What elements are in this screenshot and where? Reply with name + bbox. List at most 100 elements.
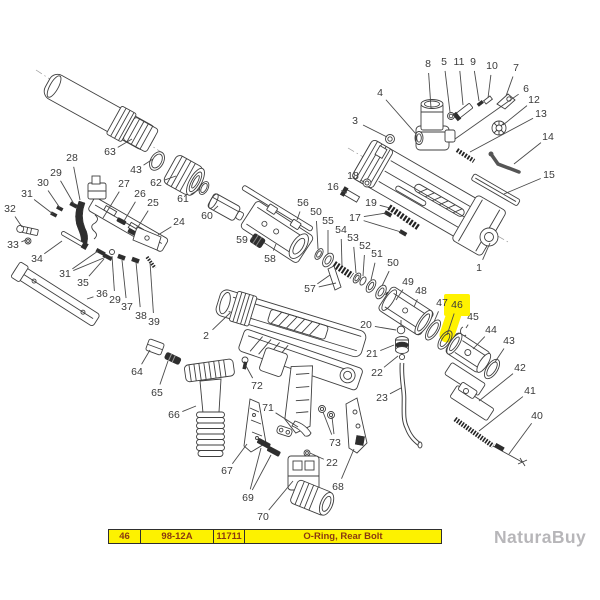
part-number-57: 57 <box>304 283 316 295</box>
part-pin-34 <box>61 231 89 250</box>
part-number-24: 24 <box>173 216 185 228</box>
part-number-26: 26 <box>134 188 146 200</box>
part-number-46: 46 <box>451 299 463 311</box>
part-number-5: 5 <box>441 56 447 68</box>
part-label-64: 64 <box>131 349 151 378</box>
part-feed-clamp <box>414 99 456 151</box>
part-label-71: 71 <box>262 402 299 428</box>
part-label-62: 62 <box>150 175 177 189</box>
part-spring-13 <box>455 148 476 163</box>
part-detent-59 <box>249 233 266 248</box>
part-label-25: 25 <box>135 197 159 231</box>
part-label-11: 11 <box>454 56 465 106</box>
part-regulator-70 <box>287 455 335 516</box>
part-number-44: 44 <box>485 324 497 336</box>
part-label-10: 10 <box>486 60 498 99</box>
diagram-art <box>10 69 528 516</box>
part-label-53: 53 <box>347 232 359 274</box>
part-rod-15 <box>471 173 521 206</box>
part-number-23: 23 <box>376 392 388 404</box>
part-reference: 98-12A <box>141 530 214 543</box>
part-label-15: 15 <box>503 169 555 195</box>
part-label-43: 43 <box>130 158 154 176</box>
part-number-12: 12 <box>528 94 540 106</box>
part-pin-17b <box>398 229 408 237</box>
part-spring-19 <box>387 204 421 231</box>
part-number-14: 14 <box>542 131 554 143</box>
part-nut-18 <box>362 178 372 188</box>
part-label-48: 48 <box>413 285 427 308</box>
part-pin-30 <box>56 205 64 212</box>
part-label-31: 31 <box>21 188 54 215</box>
part-label-46-highlighted: 46 <box>444 294 470 336</box>
part-label-34: 34 <box>31 240 63 265</box>
part-barrel-nut <box>163 155 205 196</box>
part-label-1: 1 <box>476 242 491 274</box>
part-number-22: 22 <box>326 457 338 469</box>
part-label-7: 7 <box>505 62 519 97</box>
part-label-13: 13 <box>469 108 547 153</box>
part-label-59: 59 <box>236 234 254 246</box>
part-washer-50b <box>375 284 387 300</box>
part-number-55: 55 <box>322 215 334 227</box>
part-number-6: 6 <box>523 83 529 95</box>
part-label-28: 28 <box>66 152 81 201</box>
part-number-41: 41 <box>524 385 536 397</box>
part-number-73: 73 <box>329 437 341 449</box>
part-label-60: 60 <box>201 205 219 222</box>
part-bracket <box>87 175 107 200</box>
part-number-51: 51 <box>371 248 383 260</box>
part-number-29: 29 <box>109 294 121 306</box>
part-number-56: 56 <box>297 197 309 209</box>
part-label-63: 63 <box>104 138 133 158</box>
part-label-4: 4 <box>377 87 417 135</box>
part-label-35: 35 <box>77 258 105 289</box>
part-screws-69 <box>256 438 281 457</box>
part-number-30: 30 <box>37 177 49 189</box>
part-label-12: 12 <box>502 94 540 126</box>
part-number-17: 17 <box>349 212 361 224</box>
part-pin-65 <box>164 352 182 365</box>
part-washer-53 <box>352 272 362 284</box>
part-number-35: 35 <box>77 277 89 289</box>
part-link-71 <box>276 425 293 437</box>
part-number-38: 38 <box>135 310 147 322</box>
part-label-66: 66 <box>168 405 197 421</box>
part-number-60: 60 <box>201 210 213 222</box>
part-hose-23 <box>399 362 423 449</box>
part-label-73: 73 <box>322 411 341 449</box>
part-bolt-11 <box>452 103 473 122</box>
part-washer-5 <box>447 112 455 120</box>
part-nuts-73 <box>318 405 335 419</box>
part-number-68: 68 <box>332 481 344 493</box>
part-foregrip-66 <box>184 358 235 457</box>
part-clamp-lever-7 <box>496 93 516 110</box>
part-linkage-42 <box>444 362 494 421</box>
part-label-50: 50 <box>310 206 322 250</box>
part-label-22: 22 <box>371 355 399 379</box>
part-pin-9 <box>476 100 484 107</box>
part-number-61: 61 <box>177 193 189 205</box>
part-label-29: 29 <box>50 167 75 205</box>
part-label-9: 9 <box>470 56 480 102</box>
part-nut-55 <box>322 252 334 268</box>
part-number-54: 54 <box>335 224 347 236</box>
part-number-2: 2 <box>203 330 209 342</box>
part-number-27: 27 <box>118 178 130 190</box>
part-description: O-Ring, Rear Bolt <box>303 531 383 542</box>
part-label-55: 55 <box>322 215 334 254</box>
part-grip-panel-68 <box>345 397 368 454</box>
part-label-47: 47 <box>433 297 448 323</box>
part-label-32: 32 <box>4 203 23 228</box>
part-number-59: 59 <box>236 234 248 246</box>
part-number-33: 33 <box>7 239 19 251</box>
part-item-number: 46 <box>109 530 141 543</box>
part-number-39: 39 <box>148 316 160 328</box>
part-label-72: 72 <box>245 365 263 392</box>
part-number-49: 49 <box>402 276 414 288</box>
part-label-21: 21 <box>366 344 395 360</box>
part-number-42: 42 <box>514 362 526 374</box>
part-label-68: 68 <box>332 448 355 493</box>
